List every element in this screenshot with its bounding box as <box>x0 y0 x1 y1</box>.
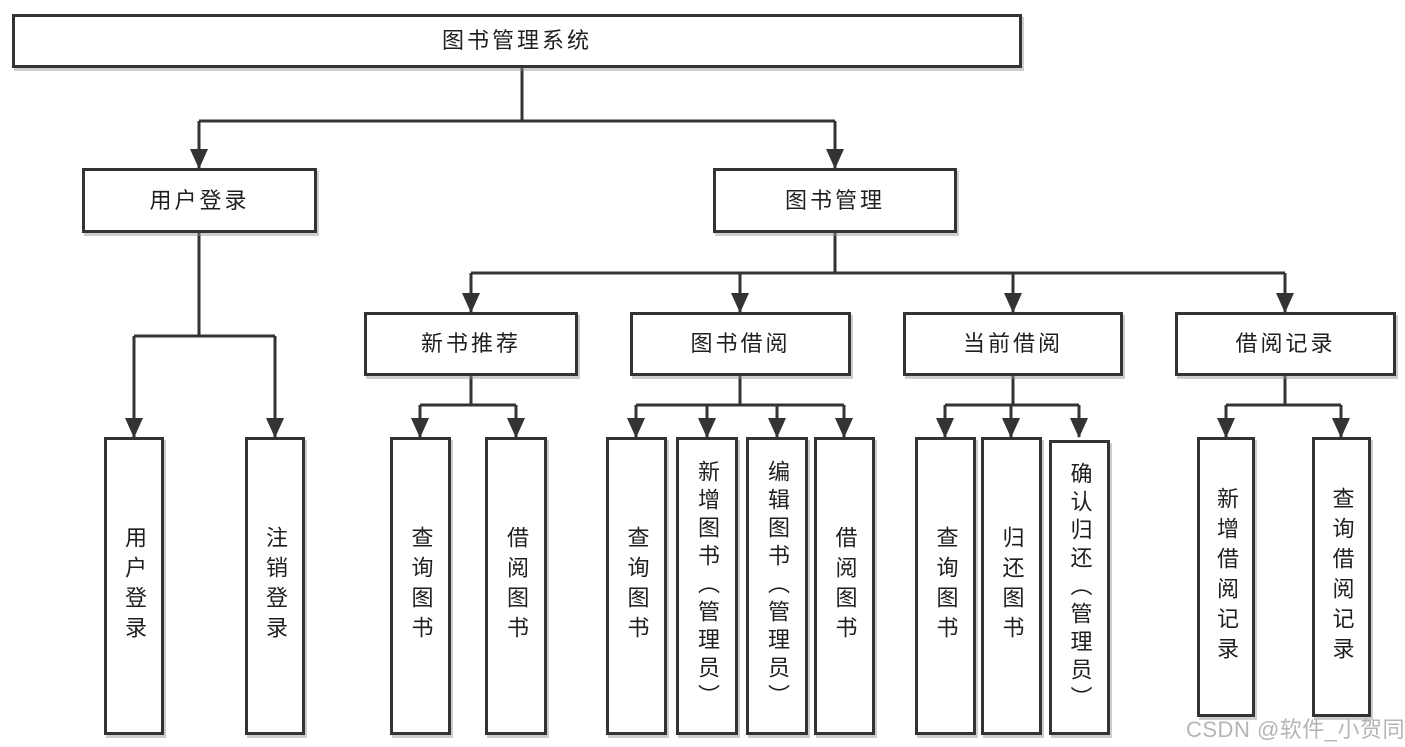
leaf-recommend-borrow-book-label: 借阅图书 <box>504 526 529 646</box>
node-user-login-group-label: 用户登录 <box>149 187 250 213</box>
leaf-edit-book-admin-label: 编辑图书（管理员） <box>765 460 790 712</box>
leaf-logout: 注销登录 <box>245 437 305 735</box>
leaf-return-book-label: 归还图书 <box>999 526 1025 646</box>
leaf-query-borrow-record-label: 查询借阅记录 <box>1329 487 1355 667</box>
node-user-login-group: 用户登录 <box>82 168 317 233</box>
node-root: 图书管理系统 <box>12 14 1022 68</box>
leaf-recommend-borrow-book: 借阅图书 <box>485 437 547 735</box>
leaf-current-query-book: 查询图书 <box>915 437 976 735</box>
node-current-borrow-label: 当前借阅 <box>962 331 1063 356</box>
leaf-user-login: 用户登录 <box>104 437 164 735</box>
leaf-add-borrow-record: 新增借阅记录 <box>1197 437 1255 717</box>
node-root-label: 图书管理系统 <box>441 28 592 53</box>
leaf-borrow-book-label: 借阅图书 <box>832 526 858 646</box>
leaf-add-book-admin: 新增图书（管理员） <box>676 437 738 735</box>
leaf-edit-book-admin: 编辑图书（管理员） <box>746 437 808 735</box>
node-book-borrow-label: 图书借阅 <box>690 331 791 356</box>
leaf-borrow-book: 借阅图书 <box>814 437 875 735</box>
node-new-book-recommend: 新书推荐 <box>364 312 578 376</box>
node-book-management-label: 图书管理 <box>784 187 885 213</box>
leaf-return-book: 归还图书 <box>981 437 1042 735</box>
leaf-confirm-return-admin-label: 确认归还（管理员） <box>1067 461 1093 714</box>
node-book-management: 图书管理 <box>713 168 957 233</box>
node-new-book-recommend-label: 新书推荐 <box>420 331 521 356</box>
node-book-borrow: 图书借阅 <box>630 312 851 376</box>
node-borrow-record-label: 借阅记录 <box>1235 331 1336 356</box>
node-borrow-record: 借阅记录 <box>1175 312 1396 376</box>
leaf-borrow-query-book-label: 查询图书 <box>624 526 650 646</box>
leaf-recommend-query-book: 查询图书 <box>390 437 451 735</box>
leaf-add-book-admin-label: 新增图书（管理员） <box>695 460 720 712</box>
leaf-logout-label: 注销登录 <box>263 526 288 646</box>
leaf-query-borrow-record: 查询借阅记录 <box>1312 437 1371 717</box>
leaf-current-query-book-label: 查询图书 <box>933 526 959 646</box>
leaf-add-borrow-record-label: 新增借阅记录 <box>1214 487 1239 667</box>
leaf-borrow-query-book: 查询图书 <box>606 437 667 735</box>
leaf-recommend-query-book-label: 查询图书 <box>408 526 434 646</box>
node-current-borrow: 当前借阅 <box>903 312 1123 376</box>
leaf-confirm-return-admin: 确认归还（管理员） <box>1049 440 1110 735</box>
leaf-user-login-label: 用户登录 <box>122 526 147 646</box>
csdn-watermark: CSDN @软件_小贺同学 <box>1186 717 1405 742</box>
